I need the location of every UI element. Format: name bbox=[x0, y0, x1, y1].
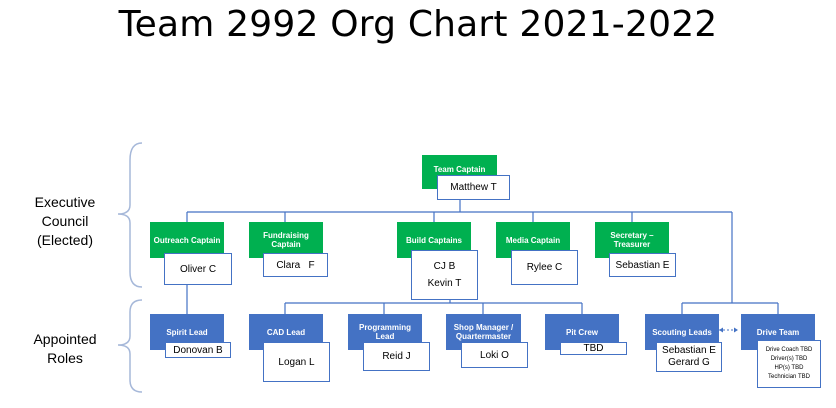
shop-manager-name: Loki O bbox=[461, 342, 528, 368]
secretary-treasurer-name: Sebastian E bbox=[609, 253, 676, 277]
pit-crew-name: TBD bbox=[560, 342, 627, 355]
fundraising-captain-box: Fundraising Captain bbox=[249, 222, 323, 258]
programming-lead-name: Reid J bbox=[363, 342, 430, 371]
secretary-treasurer-box: Secretary – Treasurer bbox=[595, 222, 669, 258]
fundraising-captain-name: Clara F bbox=[263, 253, 328, 277]
team-captain-name: Matthew T bbox=[437, 175, 510, 200]
outreach-captain-name: Oliver C bbox=[164, 253, 232, 285]
spirit-lead-name: Donovan B bbox=[165, 342, 231, 358]
cad-lead-name: Logan L bbox=[263, 342, 330, 382]
executive-bracket bbox=[117, 142, 143, 288]
drive-team-names: Drive Coach TBD Driver(s) TBD HP(s) TBD … bbox=[757, 340, 821, 388]
build-captains-names: CJ B Kevin T bbox=[411, 250, 478, 300]
executive-council-label: Executive Council (Elected) bbox=[34, 194, 96, 248]
outreach-captain-box: Outreach Captain bbox=[150, 222, 224, 258]
appointed-roles-label: Appointed Roles bbox=[33, 331, 97, 366]
page-title: Team 2992 Org Chart 2021-2022 bbox=[118, 4, 718, 45]
scouting-leads-names: Sebastian E Gerard G bbox=[656, 342, 722, 372]
media-captain-name: Rylee C bbox=[511, 250, 578, 285]
appointed-bracket bbox=[117, 299, 143, 393]
